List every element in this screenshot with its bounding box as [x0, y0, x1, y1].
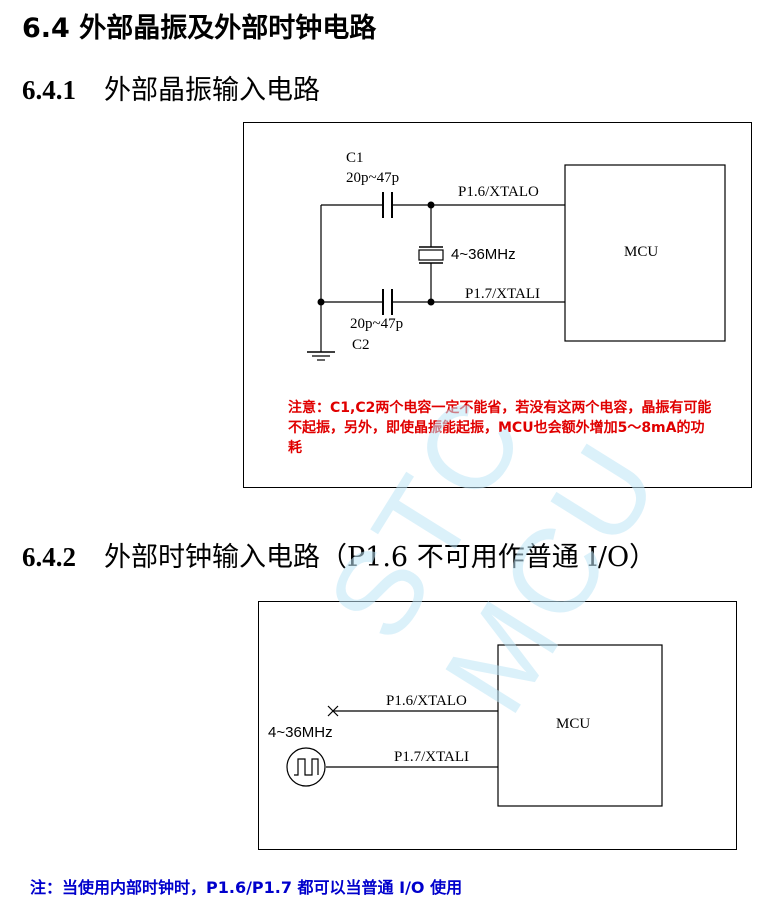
subsection-text-1: 外部晶振输入电路 [104, 75, 320, 106]
c1-value: 20p~47p [346, 170, 400, 186]
capacitor-warning-note: 注意：C1,C2两个电容一定不能省，若没有这两个电容，晶振有可能不起振，另外，即… [288, 400, 712, 456]
pin-xtalo-label-1: P1.6/XTALO [458, 184, 539, 200]
c2-value: 20p~47p [350, 316, 404, 332]
square-wave-oscillator-icon [286, 748, 326, 788]
mcu-box-2 [497, 644, 663, 807]
section-title: 6.4 外部晶振及外部时钟电路 [22, 13, 377, 44]
mcu-label-2: MCU [556, 716, 591, 732]
oscillator-freq-label: 4~36MHz [268, 724, 333, 741]
subsection-title-1: 6.4.1 外部晶振输入电路 [22, 68, 320, 107]
c1-label: C1 [346, 150, 364, 166]
mcu-box-1 [564, 164, 726, 342]
internal-clock-note: 注：当使用内部时钟时，P1.6/P1.7 都可以当普通 I/O 使用 [30, 878, 463, 897]
clock-circuit-diagram [258, 601, 737, 850]
mcu-label-1: MCU [624, 244, 659, 260]
pin-xtali-label-1: P1.7/XTALI [465, 286, 541, 302]
c2-label: C2 [352, 337, 370, 353]
pin-xtalo-label-2: P1.6/XTALO [386, 693, 467, 709]
subsection-number-2: 6.4.2 [22, 542, 76, 572]
subsection-title-2: 6.4.2 外部时钟输入电路（P1.6 不可用作普通 I/O） [22, 535, 656, 574]
crystal-freq-label: 4~36MHz [451, 246, 516, 263]
pin-xtali-label-2: P1.7/XTALI [394, 749, 470, 765]
crystal-circuit-diagram [243, 122, 752, 488]
subsection-text-2: 外部时钟输入电路（P1.6 不可用作普通 I/O） [104, 542, 657, 573]
subsection-number-1: 6.4.1 [22, 75, 76, 105]
